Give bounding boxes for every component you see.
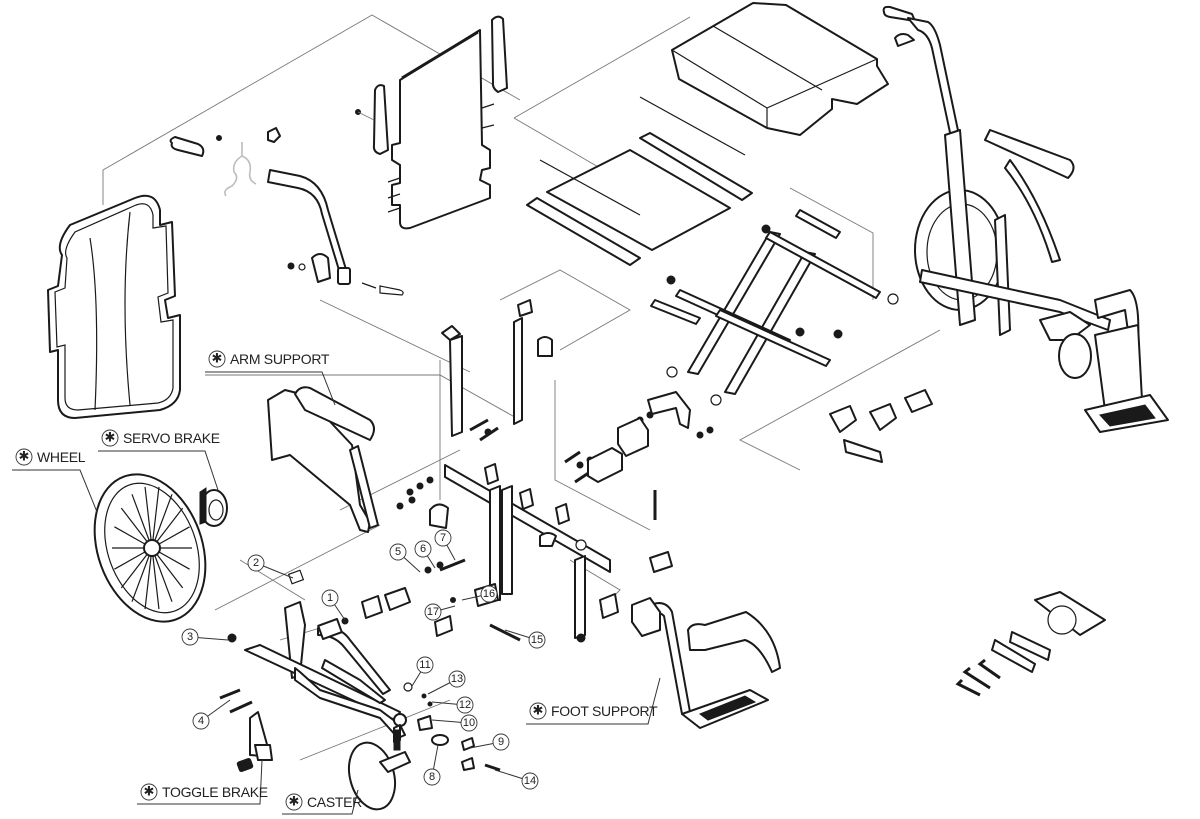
part-number-label: 16 [483, 588, 495, 600]
part-number-label: 12 [459, 699, 471, 711]
part-number-label: 14 [524, 775, 536, 787]
part-number-10: 10 [431, 714, 478, 732]
callout-foot-support: ✱ FOOT SUPPORT [526, 677, 661, 725]
part-number-16: 16 [461, 585, 498, 603]
callout-arm-support: ✱ ARM SUPPORT [205, 350, 336, 406]
foot-support-part [599, 493, 781, 729]
label-arm-support: ARM SUPPORT [230, 351, 330, 367]
part-number-label: 17 [427, 606, 439, 618]
label-caster: CASTER [307, 794, 362, 810]
part-number-label: 1 [327, 592, 333, 604]
part-number-9: 9 [469, 733, 510, 751]
part-number-circle [448, 670, 466, 688]
asterisk-icon: ✱ [19, 450, 30, 465]
assembled-wheelchair [882, 5, 1169, 433]
part-number-7: 7 [434, 529, 456, 561]
part-number-5: 5 [389, 543, 421, 573]
part-number-12: 12 [431, 696, 474, 714]
callout-wheel: ✱ WHEEL [12, 448, 98, 513]
part-number-label: 11 [419, 659, 430, 671]
part-number-label: 7 [440, 532, 446, 544]
servo-brake-part [199, 487, 228, 527]
part-number-circle [181, 628, 199, 646]
part-number-circle [423, 768, 441, 786]
part-number-6: 6 [414, 540, 436, 569]
part-number-circle [521, 772, 539, 790]
part-number-label: 2 [253, 557, 259, 569]
part-number-1: 1 [321, 589, 346, 621]
asterisk-icon: ✱ [212, 352, 223, 367]
part-number-8: 8 [423, 744, 441, 786]
tool-kit [955, 591, 1106, 697]
part-number-11: 11 [411, 656, 434, 687]
part-number-label: 5 [395, 546, 401, 558]
part-number-circle [389, 543, 407, 561]
part-number-4: 4 [192, 699, 231, 730]
part-number-3: 3 [181, 628, 229, 646]
wheel-spoke [151, 547, 160, 610]
wheel-spoke [151, 486, 160, 549]
part-number-circle [247, 554, 265, 572]
cross-brace [650, 209, 899, 406]
asterisk-icon: ✱ [144, 785, 155, 800]
toggle-brake-part [236, 711, 273, 773]
part-number-circle [456, 696, 474, 714]
push-handle [267, 169, 404, 296]
part-number-circle [414, 540, 432, 558]
part-number-label: 6 [420, 543, 426, 555]
seat-cushion [671, 2, 889, 136]
handle-brake-ghost [224, 142, 257, 197]
caster-part [347, 729, 411, 811]
part-number-label: 13 [451, 673, 463, 685]
part-number-circle [434, 529, 452, 547]
side-frame [429, 299, 611, 643]
callout-toggle-brake: ✱ TOGGLE BRAKE [137, 759, 268, 805]
frame-brackets [587, 389, 933, 483]
label-foot-support: FOOT SUPPORT [551, 703, 658, 719]
part-number-15: 15 [504, 629, 546, 649]
wheel-spoke [151, 547, 173, 602]
backrest-cushion [47, 194, 181, 419]
part-number-label: 15 [531, 634, 543, 646]
wheel-spoke [131, 547, 153, 602]
wheel-part [93, 473, 207, 623]
part-number-label: 3 [187, 631, 193, 643]
back-upholstery [355, 15, 508, 230]
part-number-label: 9 [498, 736, 504, 748]
part-number-circle [424, 603, 442, 621]
part-number-label: 4 [198, 715, 204, 727]
part-number-13: 13 [427, 670, 466, 695]
arm-support-part [267, 386, 379, 533]
part-number-circle [192, 712, 210, 730]
wheel-spoke [151, 494, 173, 549]
part-number-circle [492, 733, 510, 751]
part-number-circle [416, 656, 434, 674]
asterisk-icon: ✱ [105, 431, 116, 446]
part-number-circle [321, 589, 339, 607]
part-number-circle [480, 585, 498, 603]
asterisk-icon: ✱ [533, 704, 544, 719]
wheel-spoke [131, 494, 153, 549]
callout-servo-brake: ✱ SERVO BRAKE [98, 429, 220, 491]
label-servo-brake: SERVO BRAKE [123, 430, 220, 446]
callout-caster: ✱ CASTER [282, 789, 362, 815]
part-number-17: 17 [424, 603, 456, 621]
label-toggle-brake: TOGGLE BRAKE [162, 784, 268, 800]
lower-frame [244, 601, 407, 743]
part-number-circle [528, 631, 546, 649]
part-number-label: 8 [429, 771, 435, 783]
handle-grip [169, 127, 281, 157]
wheel-spoke [144, 547, 153, 610]
part-number-14: 14 [494, 769, 539, 790]
asterisk-icon: ✱ [289, 795, 300, 810]
small-parts [219, 558, 521, 772]
wheel-spoke [144, 486, 153, 549]
part-number-circle [460, 714, 478, 732]
part-number-label: 10 [463, 717, 475, 729]
part-number-2: 2 [247, 554, 294, 579]
label-wheel: WHEEL [37, 449, 86, 465]
seat-upholstery [526, 96, 753, 266]
